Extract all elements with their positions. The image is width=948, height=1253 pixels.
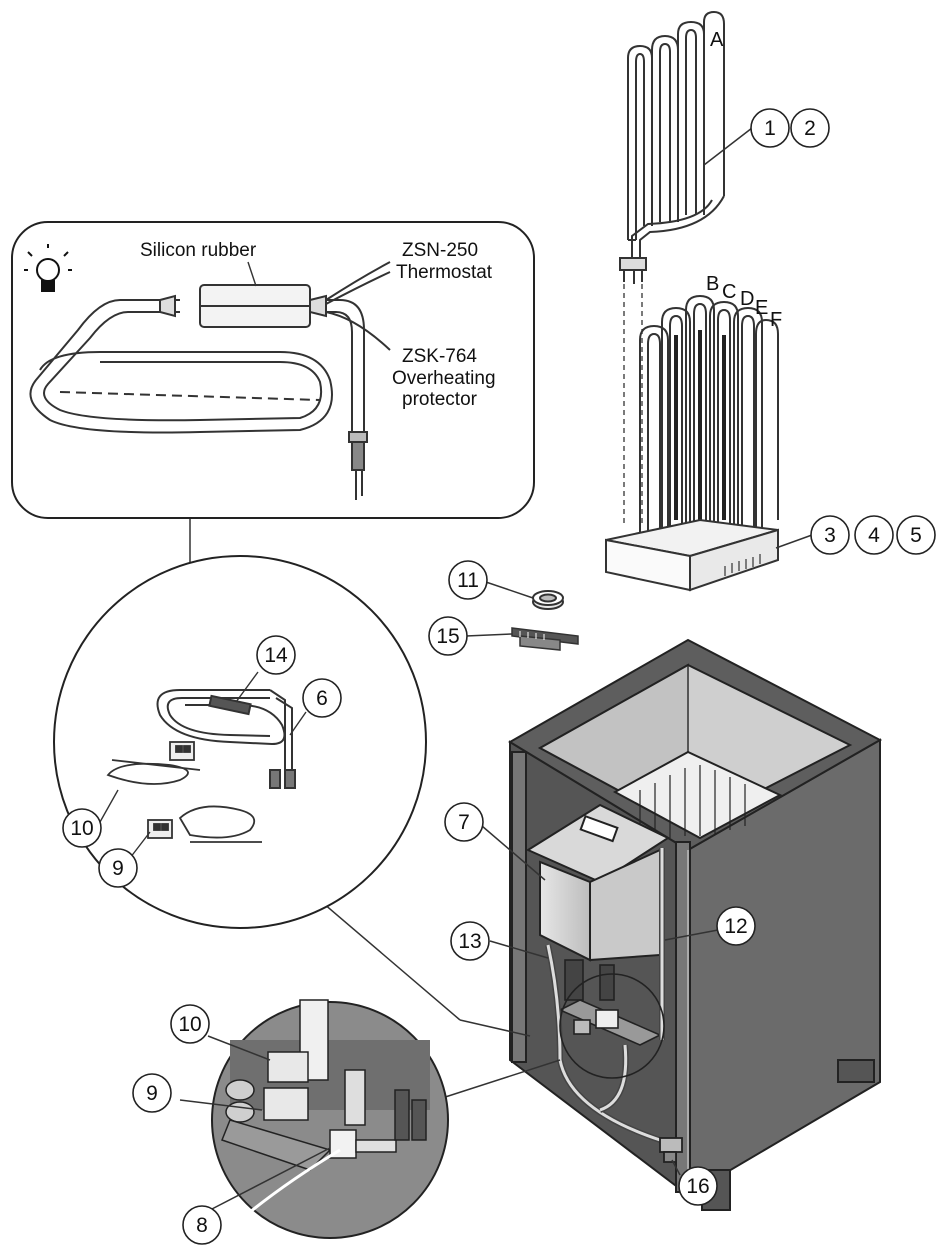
callout-4: 4 — [868, 524, 880, 547]
circle-detail-leaders — [99, 671, 307, 859]
alignment-guide-lines — [623, 284, 643, 525]
callout-12: 12 — [724, 915, 747, 938]
callout-2: 2 — [804, 117, 816, 140]
letter-e: E — [755, 297, 768, 319]
letter-d: D — [740, 288, 754, 310]
letter-c: C — [722, 281, 736, 303]
lightbulb-icon — [24, 244, 72, 292]
callout-13: 13 — [458, 930, 481, 953]
leader-line-11 — [479, 579, 534, 599]
letter-a: A — [710, 29, 724, 51]
sensor-bulb-10 — [106, 741, 201, 785]
heating-elements-b-f — [639, 294, 779, 552]
leader-line-1 — [703, 127, 753, 166]
letter-f: F — [770, 309, 782, 331]
callout-5: 5 — [910, 524, 922, 547]
terminal-zoom-marker — [559, 973, 665, 1079]
sensor-wire-loop — [29, 261, 391, 500]
label-silicon-rubber: Silicon rubber — [140, 240, 257, 261]
detail-leaders — [247, 261, 257, 287]
heating-element-a — [619, 10, 725, 284]
sensor-bulb-9 — [147, 805, 262, 843]
callout-9-magnifier: 9 — [146, 1082, 158, 1105]
callout-3: 3 — [824, 524, 836, 547]
bracket-15 — [511, 627, 579, 651]
label-protector-line2: protector — [402, 389, 478, 410]
callout-14: 14 — [264, 644, 288, 667]
callout-7: 7 — [458, 811, 470, 834]
magnifier-leaders — [179, 1035, 331, 1211]
callout-10-detail: 10 — [70, 817, 93, 840]
callout-15: 15 — [436, 625, 459, 648]
callout-16: 16 — [686, 1175, 709, 1198]
cable-gland-16 — [659, 1137, 683, 1163]
callout-numbers: 1 2 3 4 5 11 15 14 6 10 9 7 13 12 10 9 8… — [70, 117, 922, 1237]
leader-line-15 — [465, 633, 513, 637]
letter-b: B — [706, 273, 719, 295]
callout-8: 8 — [196, 1214, 208, 1237]
callout-markers — [62, 108, 936, 1245]
thermostat-detail-box — [11, 221, 535, 519]
terminal-magnifier-circle — [211, 999, 449, 1239]
leader-line-3 — [775, 534, 813, 549]
label-thermostat-model: ZSN-250 — [402, 240, 478, 261]
callout-9-detail: 9 — [112, 857, 124, 880]
label-protector-line1: Overheating — [392, 368, 496, 389]
callout-10-magnifier: 10 — [178, 1013, 201, 1036]
label-protector-model: ZSK-764 — [402, 346, 477, 367]
grommet-11 — [532, 590, 564, 610]
callout-11: 11 — [457, 569, 479, 592]
element-holder-tray — [605, 518, 779, 592]
detail-box-labels: Silicon rubber ZSN-250 Thermostat ZSK-76… — [140, 240, 496, 410]
overheating-sensor-6 — [156, 689, 296, 789]
element-letter-labels: A B C D E F — [706, 29, 782, 331]
callout-6: 6 — [316, 687, 328, 710]
label-thermostat: Thermostat — [396, 262, 493, 283]
callout-1: 1 — [764, 117, 776, 140]
control-box-7 — [525, 803, 671, 962]
